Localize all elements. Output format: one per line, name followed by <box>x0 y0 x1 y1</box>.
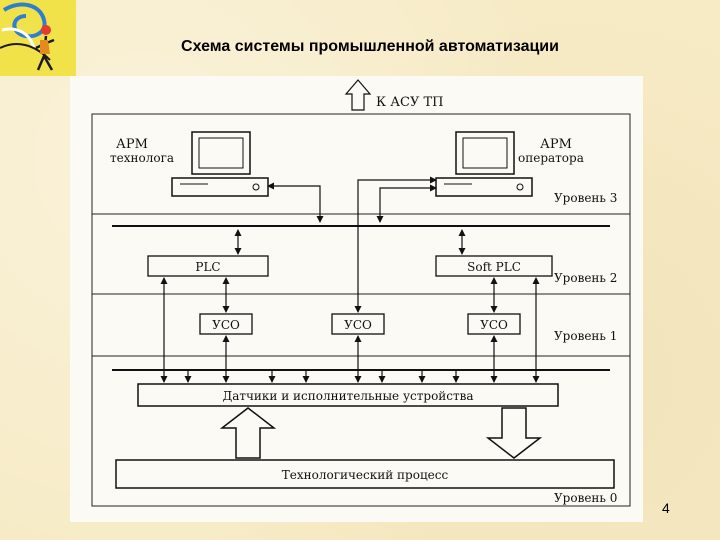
process-to-sensors-arrow <box>219 407 277 459</box>
link-technologist-bus <box>267 182 324 223</box>
ribbon-and-figure-logo <box>0 0 76 76</box>
diagram-canvas: К АСУ ТП АРМ технолога АРМ оператора <box>91 79 631 507</box>
arm-technologist-label-1: АРМ <box>116 137 148 152</box>
sensors-box <box>137 383 559 407</box>
up-hollow-arrow <box>344 79 372 111</box>
arm-technologist-label-2: технолога <box>110 151 174 165</box>
link-operator-uso-center <box>354 176 437 313</box>
level-0-label: Уровень 0 <box>554 491 617 505</box>
link-operator-bus <box>376 184 437 223</box>
process-box <box>115 459 615 489</box>
top-label: К АСУ ТП <box>376 95 444 110</box>
sensors-to-process-arrow <box>485 407 543 459</box>
automation-diagram: К АСУ ТП АРМ технолога АРМ оператора <box>70 76 643 522</box>
uso-left-label: УСО <box>212 318 240 332</box>
uso-right-box <box>467 313 521 335</box>
uso-center-label: УСО <box>344 318 372 332</box>
plc-box <box>147 255 269 277</box>
level-3-label: Уровень 3 <box>554 191 617 205</box>
soft-plc-label: Soft PLC <box>467 260 521 274</box>
uso-right-label: УСО <box>480 318 508 332</box>
uso-left-box <box>199 313 253 335</box>
sensors-label: Датчики и исполнительные устройства <box>222 389 473 403</box>
level-2-label: Уровень 2 <box>554 271 617 285</box>
arm-operator-label-2: оператора <box>518 151 584 165</box>
plc-label: PLC <box>195 260 220 274</box>
process-label: Технологический процесс <box>282 468 449 482</box>
uso-center-box <box>331 313 385 335</box>
level-band-0 <box>91 355 631 507</box>
logo-graphic <box>0 0 76 76</box>
level-1-label: Уровень 1 <box>554 329 617 343</box>
page-number: 4 <box>662 500 670 516</box>
slide-title: Схема системы промышленной автоматизации <box>181 38 559 55</box>
arm-technologist-computer <box>171 131 269 197</box>
soft-plc-box <box>435 255 553 277</box>
arm-operator-label-1: АРМ <box>540 137 572 152</box>
